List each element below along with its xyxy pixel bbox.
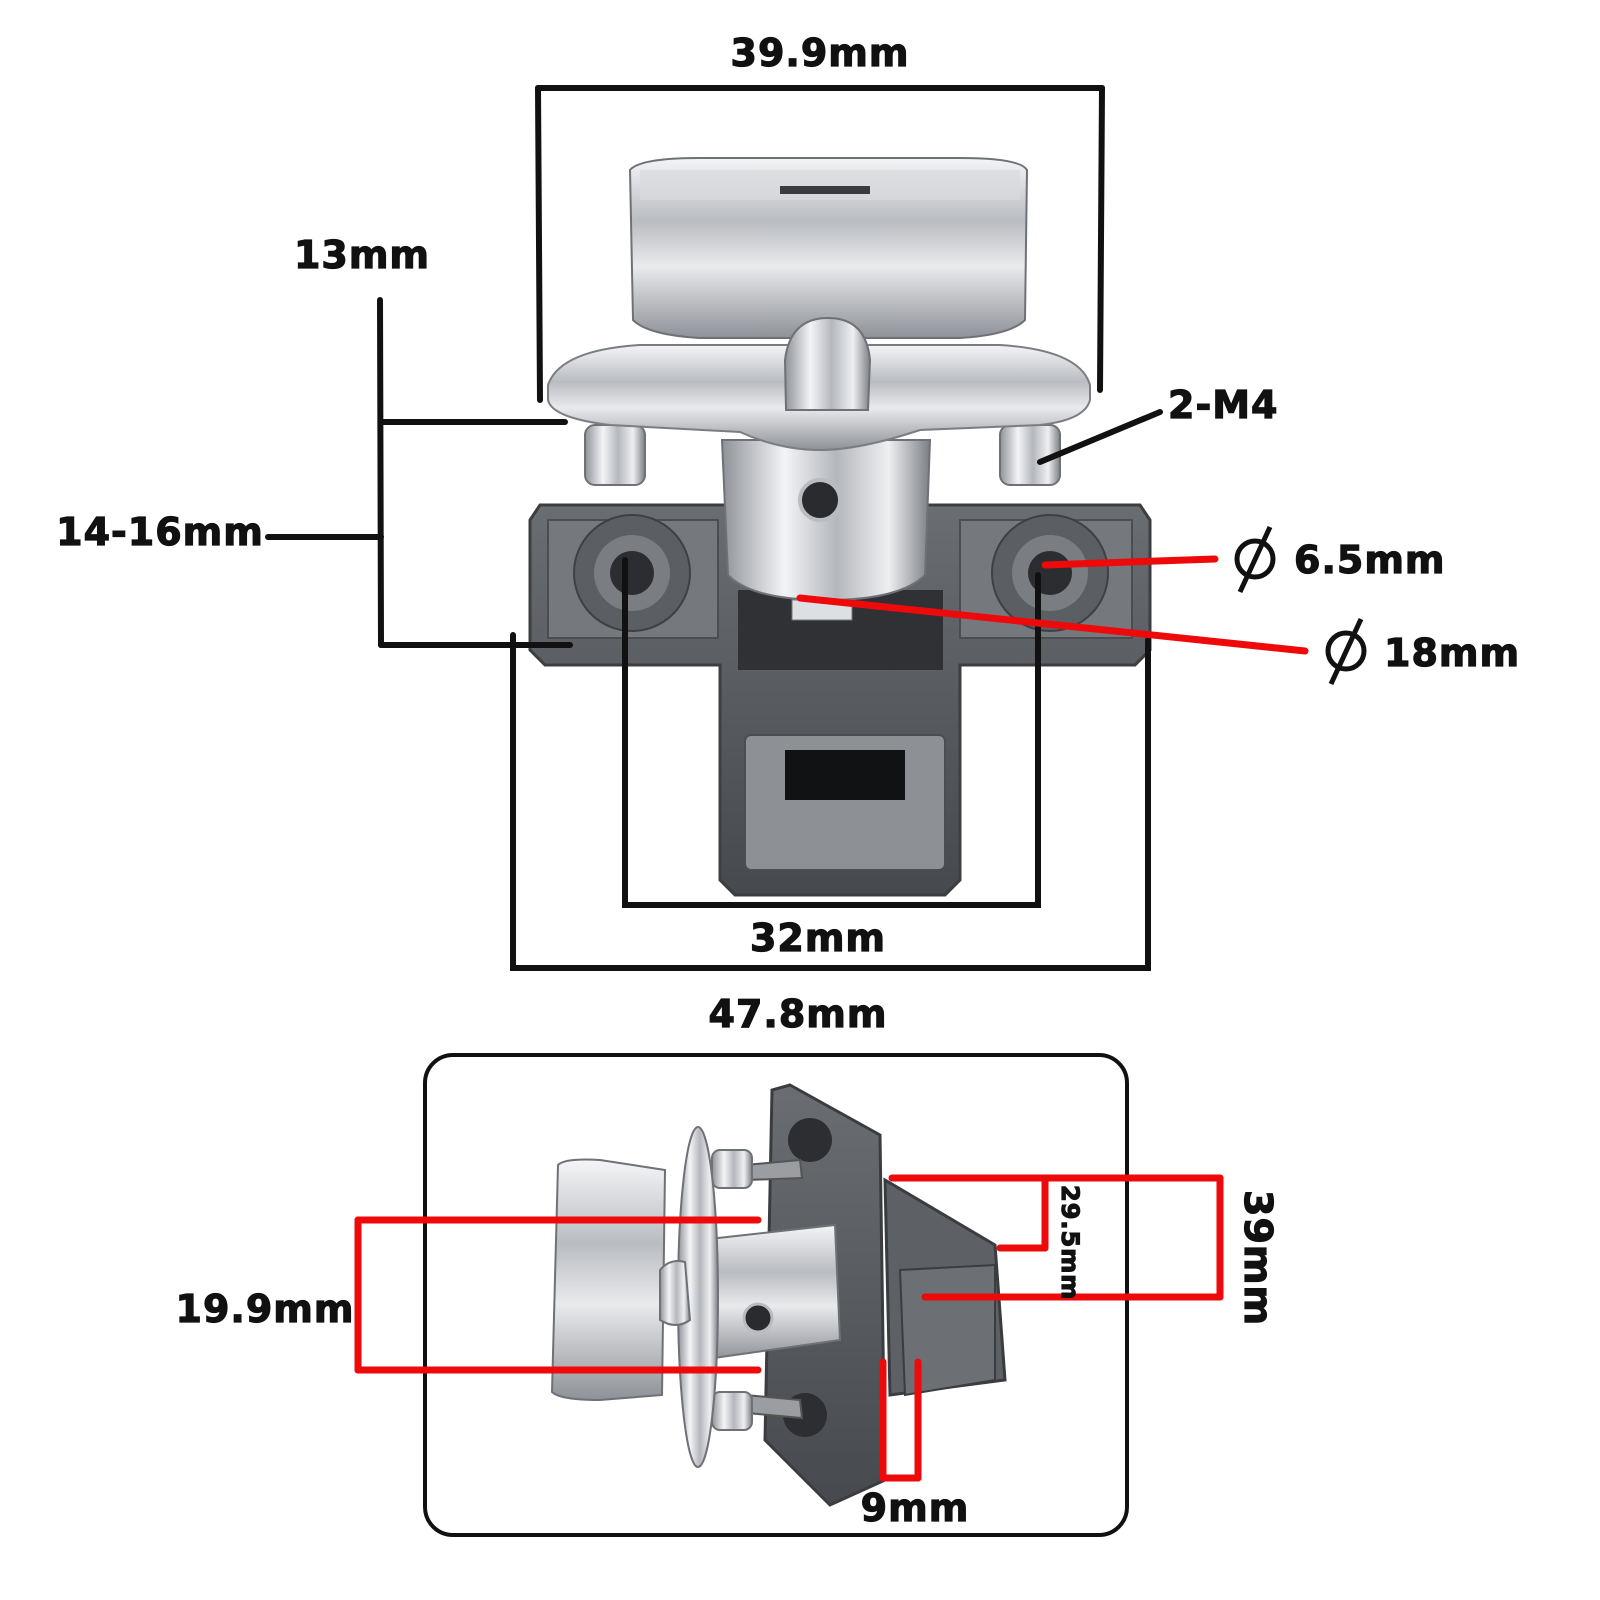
label-hole-spacing: 32mm: [750, 916, 886, 960]
left-screw-boss: [573, 514, 691, 632]
side-view: 19.9mm 29.5mm 39mm 9mm: [175, 1053, 1281, 1537]
side-red-lines: [354, 1174, 1224, 1482]
label-inner-height: 29.5mm: [1056, 1185, 1084, 1300]
top-view: 39.9mm 13mm 14-16mm 2-M4 6.5mm 18mm 32mm…: [56, 30, 1520, 1036]
diameter-icon: [1234, 525, 1276, 594]
label-overall-width: 39.9mm: [731, 31, 910, 75]
label-small-hole-diameter: 6.5mm: [1294, 538, 1446, 582]
label-base-width: 47.8mm: [709, 992, 888, 1036]
left-standoff: [584, 424, 646, 486]
top-dimension-lines: [265, 85, 1163, 971]
receiver-housing: [528, 503, 1152, 897]
side-chrome-handle: [550, 1158, 667, 1402]
label-center-hole-diameter: 18mm: [1384, 631, 1520, 675]
chrome-handle: [628, 157, 1029, 411]
label-screw-thread: 2-M4: [1168, 383, 1278, 427]
label-side-handle-height: 19.9mm: [176, 1287, 355, 1331]
label-panel-thickness: 14-16mm: [56, 510, 264, 554]
diameter-icon: [1325, 617, 1367, 686]
label-handle-height: 13mm: [294, 233, 430, 277]
right-screw-boss: [991, 514, 1109, 632]
label-step-depth: 9mm: [861, 1486, 970, 1530]
label-outer-height: 39mm: [1236, 1190, 1280, 1326]
side-screws: [711, 1149, 804, 1431]
side-chrome-barrel: [699, 1223, 842, 1362]
top-red-lines: [796, 555, 1309, 655]
